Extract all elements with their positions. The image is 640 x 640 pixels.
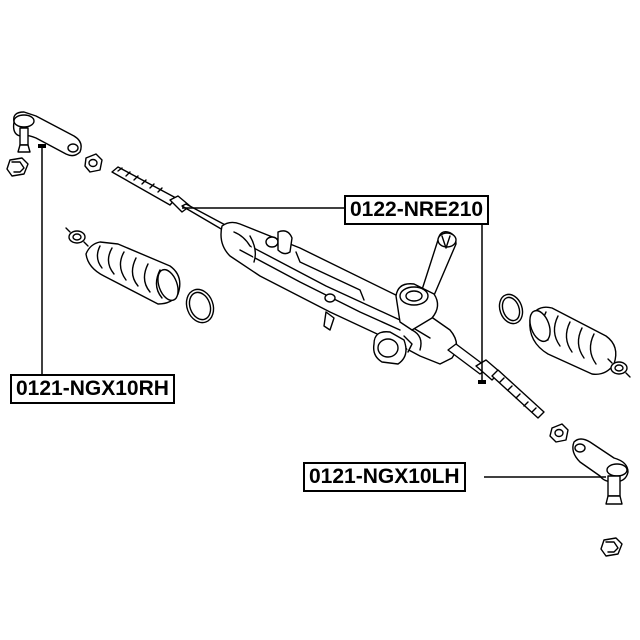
rack-boot-rh (85, 241, 181, 305)
lock-nut-rh (84, 153, 103, 173)
boot-clamp-large-lh (498, 293, 524, 325)
pinion-valve-body (372, 283, 439, 365)
tie-rod-end-lh-part (572, 438, 629, 505)
boot-clamp-small-lh (607, 358, 631, 378)
steering-rack-housing (220, 221, 458, 365)
tie-rod-end-nut-lh (600, 537, 623, 557)
tie-rod-end-rh-part (12, 111, 82, 157)
part-label-tie-rod-end-lh[interactable]: 0121-NGX10LH (303, 462, 466, 492)
leader-marker-rack (478, 380, 486, 384)
pinion-shaft (419, 230, 457, 301)
leader-marker-rh (38, 144, 46, 148)
rack-boot-lh (529, 306, 617, 375)
lock-nut-lh (549, 423, 569, 443)
part-label-tie-rod-end-rh[interactable]: 0121-NGX10RH (10, 374, 175, 404)
boot-clamp-small-rh (65, 227, 89, 247)
boot-clamp-large-rh (185, 288, 215, 324)
inner-tie-rod-lh (447, 343, 545, 419)
tie-rod-end-nut-rh (6, 157, 29, 177)
part-label-steering-rack[interactable]: 0122-NRE210 (344, 195, 490, 225)
